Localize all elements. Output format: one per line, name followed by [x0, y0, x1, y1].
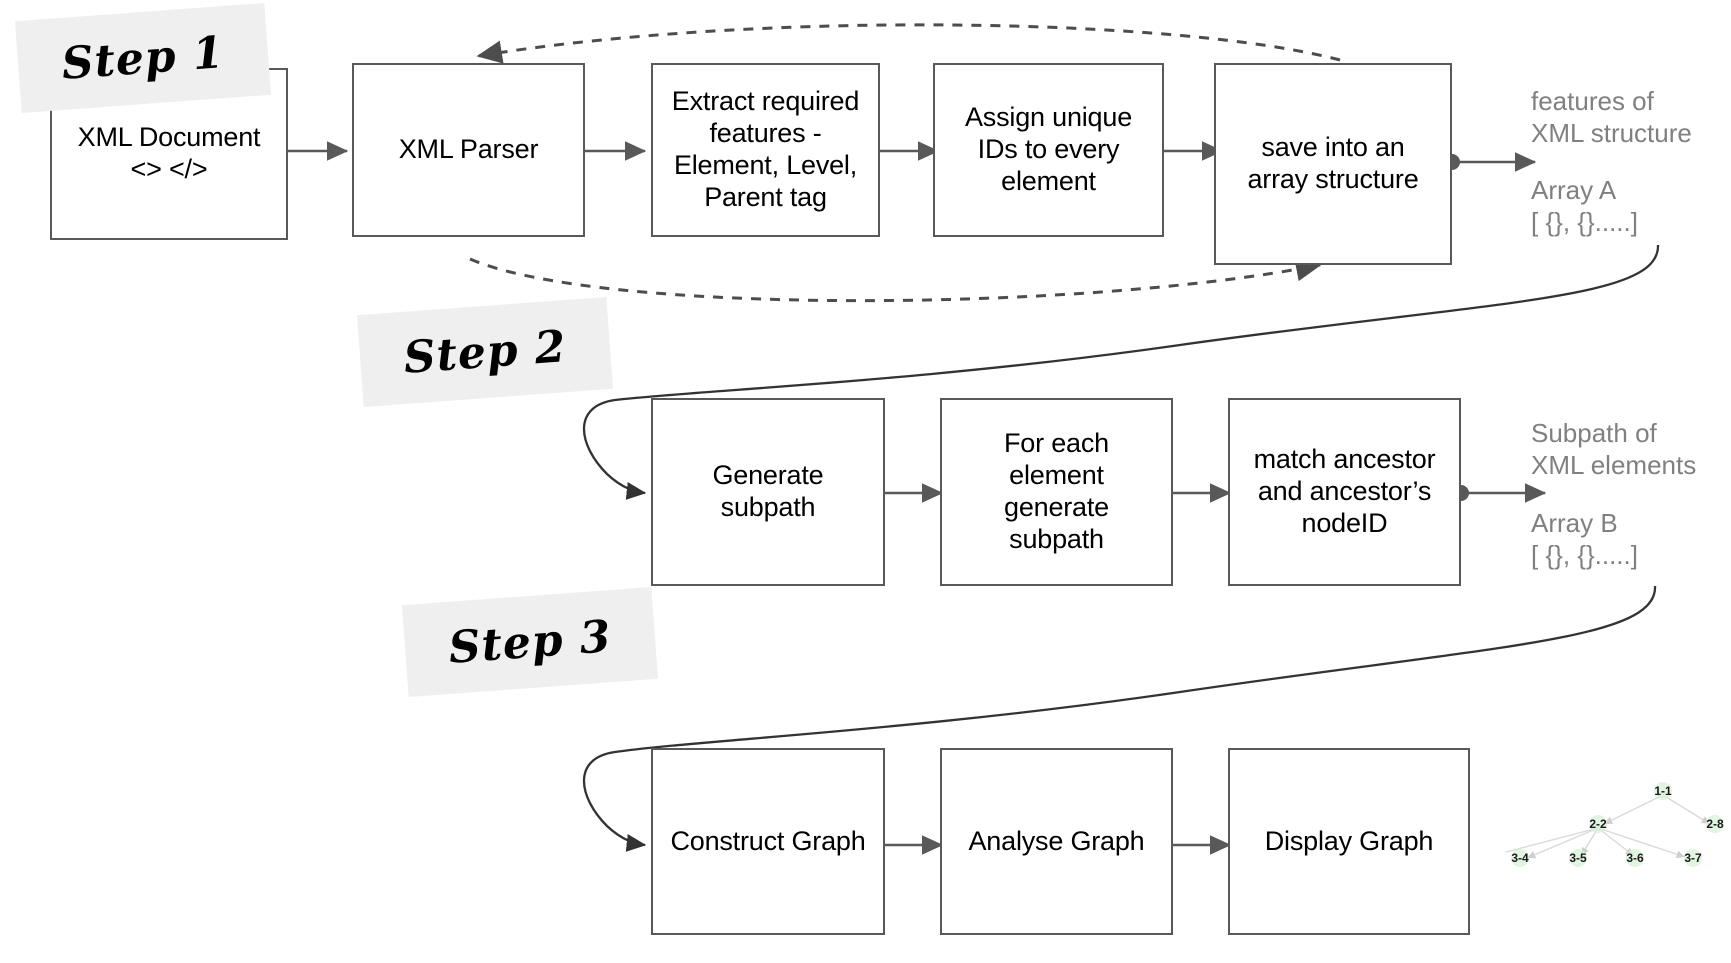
graph-node-dot [1654, 782, 1672, 800]
output-a-title: features of XML structure [1531, 86, 1692, 148]
step-2-chip: Step 2 [356, 296, 614, 408]
graph-node-dot [1511, 849, 1529, 867]
box-assign-ids[interactable]: Assign unique IDs to every element [933, 63, 1164, 237]
curve-array-a-to-step2 [582, 244, 1660, 500]
box-xml-document-label: XML Document <> </> [77, 122, 261, 184]
box-match-ancestor[interactable]: match ancestor and ancestor’s nodeID [1228, 398, 1461, 586]
box-match-ancestor-label: match ancestor and ancestor’s nodeID [1253, 444, 1436, 538]
graph-node-dot [1569, 849, 1587, 867]
graph-node-label: 1-1 [1654, 784, 1672, 798]
graph-node-label: 3-7 [1684, 851, 1702, 865]
output-b-array: Array B [ {}, {}.....] [1531, 508, 1638, 570]
step-1-chip: Step 1 [14, 2, 272, 114]
graph-node-label: 3-4 [1511, 851, 1529, 865]
step-3-label: Step 3 [446, 610, 614, 674]
box-assign-ids-label: Assign unique IDs to every element [964, 102, 1133, 196]
feedback-arrow-top [476, 23, 1341, 64]
box-xml-parser[interactable]: XML Parser [352, 63, 585, 237]
graph-node-label: 3-6 [1626, 851, 1644, 865]
step-3-chip: Step 3 [401, 586, 659, 698]
box-generate-subpath[interactable]: Generate subpath [651, 398, 885, 586]
graph-node-dot [1626, 849, 1644, 867]
row1-arrows [288, 141, 1537, 172]
graph-edge-extra [1505, 827, 1599, 853]
step-1-label: Step 1 [59, 26, 227, 90]
graph-edge [1597, 827, 1635, 857]
box-xml-parser-label: XML Parser [398, 134, 539, 165]
box-foreach-generate-subpath-label: For each element generate subpath [1004, 428, 1109, 554]
box-extract-features[interactable]: Extract required features - Element, Lev… [651, 63, 880, 237]
feedback-arrow-bottom [469, 257, 1322, 303]
step-2-label: Step 2 [401, 320, 569, 384]
box-foreach-generate-subpath[interactable]: For each element generate subpath [940, 398, 1173, 586]
graph-preview-edges [1505, 794, 1711, 859]
graph-edge [1597, 827, 1686, 859]
graph-node-label: 2-2 [1589, 817, 1607, 831]
box-construct-graph[interactable]: Construct Graph [651, 748, 885, 935]
box-display-graph-label: Display Graph [1264, 825, 1434, 856]
box-display-graph[interactable]: Display Graph [1228, 748, 1470, 935]
graph-edge [1662, 794, 1711, 825]
graph-node-dot [1684, 849, 1702, 867]
curve-array-b-to-step3 [582, 585, 1657, 852]
graph-edge [1526, 827, 1599, 859]
box-extract-features-label: Extract required features - Element, Lev… [671, 86, 860, 212]
output-a-array: Array A [ {}, {}.....] [1531, 175, 1638, 237]
graph-node-label: 3-5 [1569, 851, 1587, 865]
box-analyse-graph-label: Analyse Graph [968, 825, 1145, 856]
box-generate-subpath-label: Generate subpath [712, 460, 824, 522]
graph-edge [1603, 794, 1664, 825]
graph-preview-nodes: 1-1 2-2 2-8 3-4 3-5 3-6 3-7 [1511, 782, 1724, 867]
box-save-array-label: save into an array structure [1247, 132, 1419, 194]
output-b-title: Subpath of XML elements [1531, 418, 1697, 480]
graph-node-dot [1706, 815, 1724, 833]
box-analyse-graph[interactable]: Analyse Graph [940, 748, 1173, 935]
graph-node-label: 2-8 [1706, 817, 1724, 831]
box-save-array[interactable]: save into an array structure [1214, 63, 1452, 265]
box-construct-graph-label: Construct Graph [670, 825, 866, 856]
graph-node-dot [1589, 815, 1607, 833]
